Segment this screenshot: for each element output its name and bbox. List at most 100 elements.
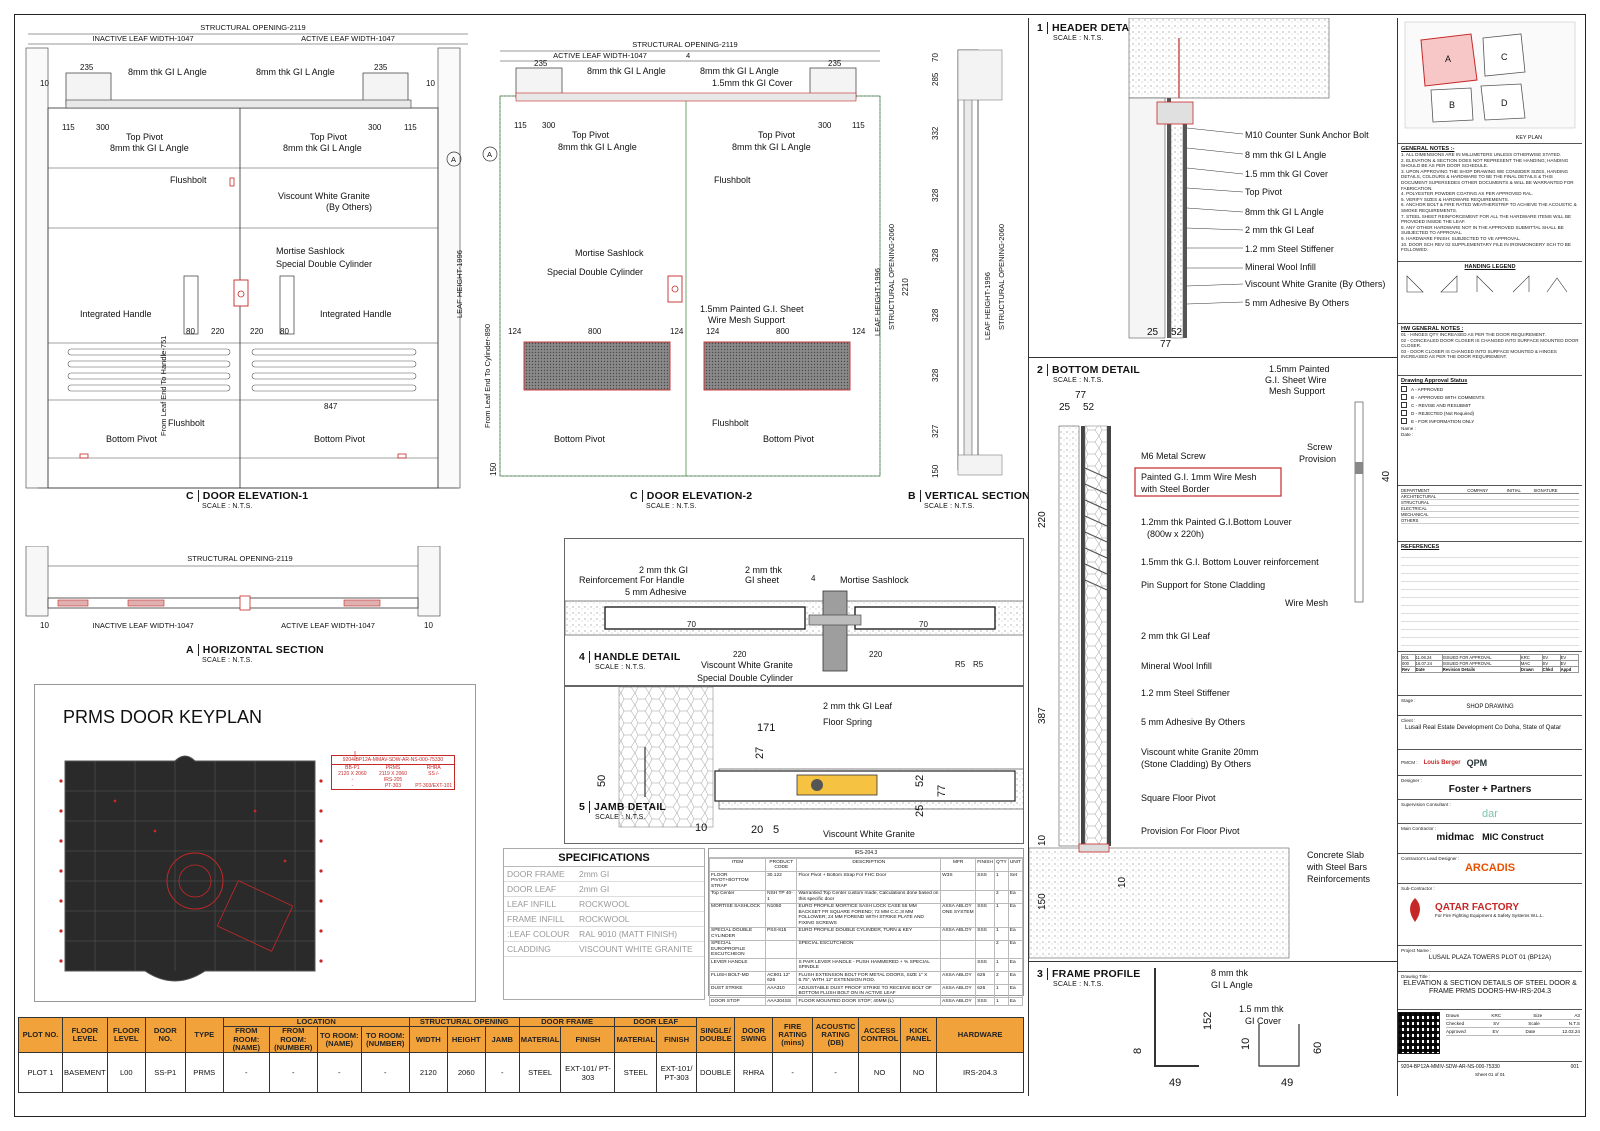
svg-text:Provision: Provision <box>1299 454 1336 464</box>
svg-text:Screw: Screw <box>1307 442 1333 452</box>
sheet-border <box>14 14 1586 1117</box>
svg-text:ACTIVE LEAF WIDTH-1047: ACTIVE LEAF WIDTH-1047 <box>281 621 375 630</box>
svg-text:49: 49 <box>1169 1077 1181 1089</box>
svg-text:300: 300 <box>368 123 382 132</box>
approval-checkbox[interactable]: B - APPROVED WITH COMMENTS <box>1401 394 1579 400</box>
svg-text:25: 25 <box>1059 402 1071 413</box>
svg-text:77: 77 <box>936 785 948 797</box>
svg-text:27: 27 <box>754 747 766 759</box>
svg-text:8mm thk GI L Angle: 8mm thk GI L Angle <box>110 143 189 153</box>
svg-text:5 mm Adhesive By Others: 5 mm Adhesive By Others <box>1141 717 1246 727</box>
svg-text:4: 4 <box>811 574 816 583</box>
svg-text:8mm thk GI L Angle: 8mm thk GI L Angle <box>1245 207 1324 217</box>
svg-text:LEAF HEIGHT-1996: LEAF HEIGHT-1996 <box>873 268 882 336</box>
svg-text:8mm thk GI L Angle: 8mm thk GI L Angle <box>700 66 779 76</box>
svg-text:2 mm thk GI Leaf: 2 mm thk GI Leaf <box>1245 225 1315 235</box>
svg-text:Top Pivot: Top Pivot <box>126 132 164 142</box>
keyplan-door-tag: 9204-BP12A-MMAV-SDW-AR-NS-000-75330 BB-P… <box>331 755 455 790</box>
svg-text:115: 115 <box>404 123 417 132</box>
svg-text:B: B <box>1449 100 1455 110</box>
svg-text:8mm thk GI L Angle: 8mm thk GI L Angle <box>283 143 362 153</box>
approval-checkbox[interactable]: E - FOR INFORMATION ONLY <box>1401 418 1579 424</box>
svg-text:Special Double Cylinder: Special Double Cylinder <box>697 673 793 683</box>
svg-text:387: 387 <box>1037 707 1048 724</box>
svg-text:(Stone Cladding) By Others: (Stone Cladding) By Others <box>1141 759 1252 769</box>
handle-detail-panel: Reinforcement For Handle 2 mm thk GI 5 m… <box>564 538 1024 686</box>
svg-text:Pin Support for Stone Cladding: Pin Support for Stone Cladding <box>1141 580 1265 590</box>
svg-text:C: C <box>1501 52 1508 62</box>
svg-text:70: 70 <box>687 620 696 629</box>
approval-checkbox[interactable]: D - REJECTED (Not Required) <box>1401 410 1579 416</box>
svg-text:10: 10 <box>40 79 49 88</box>
svg-text:300: 300 <box>542 121 556 130</box>
callout-granite: Viscount White Granite <box>278 191 370 201</box>
svg-text:124: 124 <box>670 327 684 336</box>
svg-text:2 mm thk GI Leaf: 2 mm thk GI Leaf <box>1141 631 1211 641</box>
svg-text:328: 328 <box>931 248 940 262</box>
svg-text:235: 235 <box>374 63 388 72</box>
svg-text:with Steel Border: with Steel Border <box>1140 484 1210 494</box>
svg-text:Concrete Slab: Concrete Slab <box>1307 850 1364 860</box>
svg-text:Provision For Floor Pivot: Provision For Floor Pivot <box>1141 826 1240 836</box>
svg-text:Bottom Pivot: Bottom Pivot <box>763 434 815 444</box>
svg-text:1.5mm thk G.I. Bottom Louver r: 1.5mm thk G.I. Bottom Louver reinforceme… <box>1141 557 1319 567</box>
svg-text:332: 332 <box>931 126 940 140</box>
svg-text:10: 10 <box>1117 876 1128 888</box>
structural-opening-label: STRUCTURAL OPENING-2119 <box>200 23 305 32</box>
svg-text:300: 300 <box>818 121 832 130</box>
approval-checkbox[interactable]: C - REVISE AND RESUBMIT <box>1401 402 1579 408</box>
qr-code <box>1398 1012 1440 1054</box>
approval-checkbox[interactable]: A - APPROVED <box>1401 386 1579 392</box>
svg-text:1.5 mm thk GI Cover: 1.5 mm thk GI Cover <box>1245 169 1328 179</box>
jamb-detail-panel: 2 mm thk GI Leaf Floor Spring Viscount W… <box>564 686 1024 844</box>
svg-text:5: 5 <box>773 824 779 836</box>
svg-text:8mm thk GI L Angle: 8mm thk GI L Angle <box>256 67 335 77</box>
svg-text:D: D <box>1501 98 1508 108</box>
svg-text:10: 10 <box>40 621 49 630</box>
door-schedule-table: PLOT NO. FLOOR LEVEL FLOOR LEVEL DOOR NO… <box>18 1016 1024 1093</box>
svg-text:235: 235 <box>828 59 842 68</box>
svg-text:1.5 mm thk: 1.5 mm thk <box>1239 1004 1284 1014</box>
svg-text:220: 220 <box>733 650 747 659</box>
svg-text:M10 Counter Sunk Anchor Bolt: M10 Counter Sunk Anchor Bolt <box>1245 130 1369 140</box>
keyplan-drawing <box>59 751 356 982</box>
svg-text:Mortise Sashlock: Mortise Sashlock <box>575 248 644 258</box>
svg-text:52: 52 <box>1083 402 1095 413</box>
svg-text:124: 124 <box>706 327 720 336</box>
svg-text:Special Double Cylinder: Special Double Cylinder <box>547 267 643 277</box>
svg-text:115: 115 <box>62 123 75 132</box>
svg-text:A: A <box>451 155 456 164</box>
svg-text:Square Floor Pivot: Square Floor Pivot <box>1141 793 1216 803</box>
horizontal-section: STRUCTURAL OPENING-2119 INACTIVE LEAF WI… <box>25 546 441 630</box>
svg-text:328: 328 <box>931 368 940 382</box>
svg-text:52: 52 <box>1171 327 1183 338</box>
svg-text:77: 77 <box>1075 390 1087 401</box>
svg-text:8mm thk GI L Angle: 8mm thk GI L Angle <box>732 142 811 152</box>
svg-text:49: 49 <box>1281 1077 1293 1089</box>
svg-text:GI sheet: GI sheet <box>745 575 780 585</box>
callout-gi-angle: 8mm thk GI L Angle <box>128 67 207 77</box>
svg-text:77: 77 <box>1160 339 1172 350</box>
svg-text:8mm thk GI L Angle: 8mm thk GI L Angle <box>587 66 666 76</box>
svg-text:Mineral Wool Infill: Mineral Wool Infill <box>1141 661 1212 671</box>
svg-text:LEAF HEIGHT-1996: LEAF HEIGHT-1996 <box>455 250 464 318</box>
svg-text:A: A <box>487 150 492 159</box>
svg-text:M6 Metal Screw: M6 Metal Screw <box>1141 451 1206 461</box>
svg-text:152: 152 <box>1202 1012 1214 1030</box>
svg-text:2210: 2210 <box>901 278 910 296</box>
svg-text:25: 25 <box>1147 327 1159 338</box>
svg-text:10: 10 <box>424 621 433 630</box>
svg-text:235: 235 <box>534 59 548 68</box>
svg-text:8: 8 <box>1132 1048 1144 1054</box>
svg-text:Reinforcements: Reinforcements <box>1307 874 1371 884</box>
